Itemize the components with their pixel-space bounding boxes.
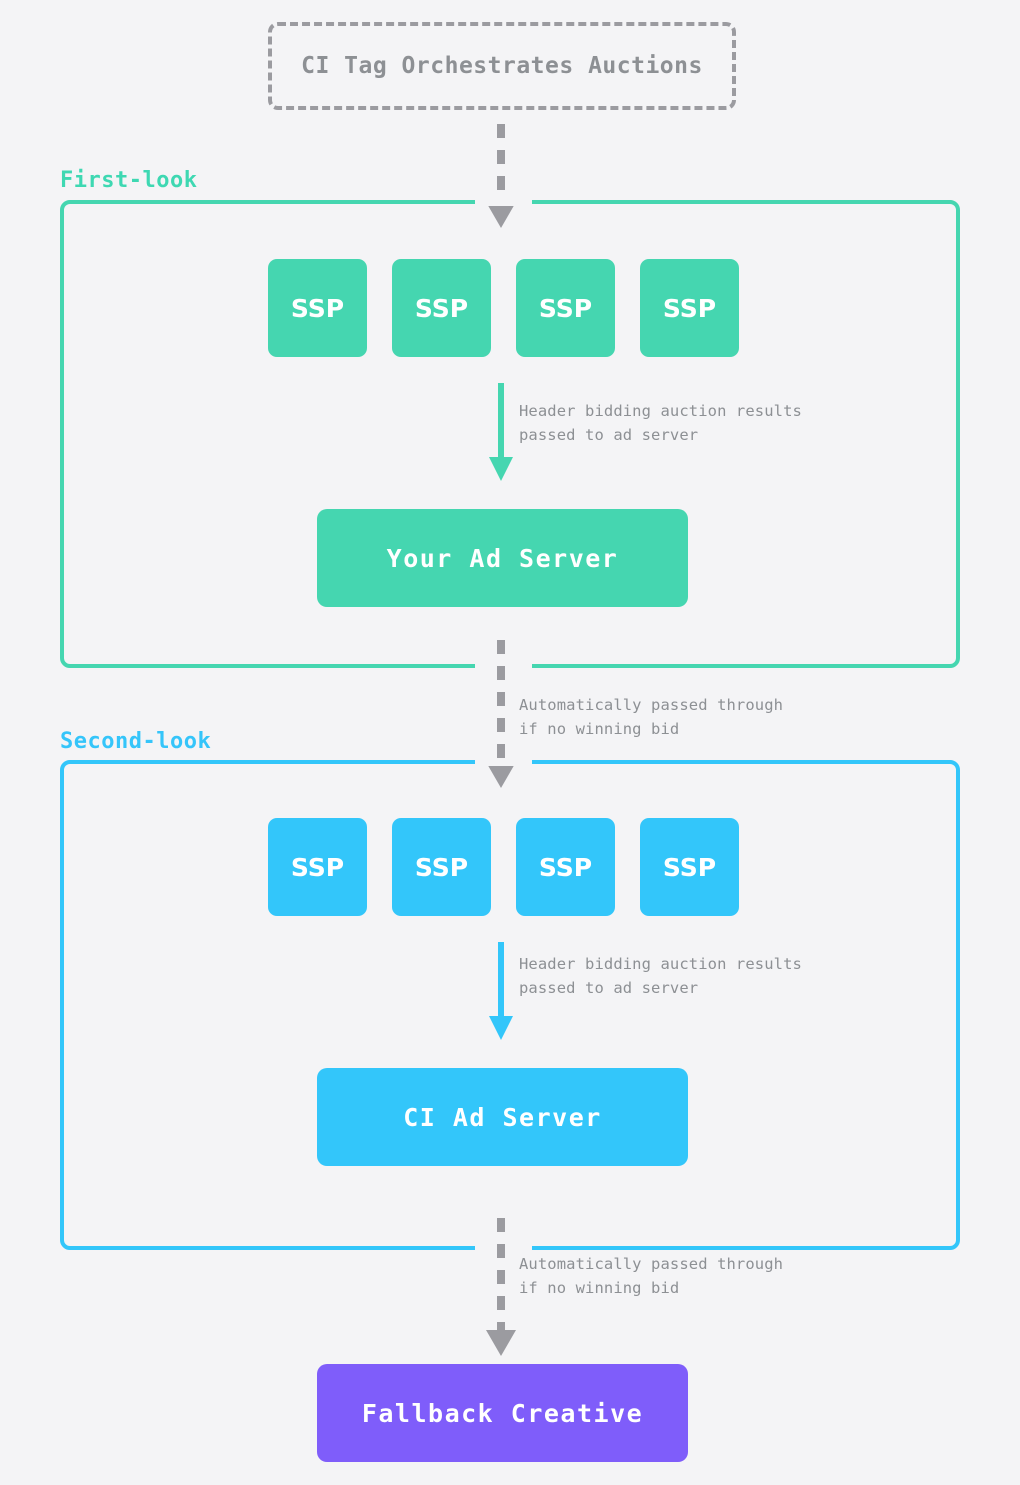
ci-tag-header-label: CI Tag Orchestrates Auctions [301, 53, 703, 79]
ssp-row-second-look: SSP SSP SSP SSP [268, 818, 740, 916]
ssp-box[interactable]: SSP [268, 259, 367, 357]
node-ci-ad-server[interactable]: CI Ad Server [317, 1068, 688, 1166]
arrowhead-icon [486, 202, 516, 228]
ci-tag-header-box: CI Tag Orchestrates Auctions [268, 22, 736, 110]
dashed-arrow-shaft [497, 1218, 505, 1330]
edge-label-line1: Automatically passed through [519, 1255, 784, 1273]
edge-label-line2: if no winning bid [519, 1279, 680, 1297]
edge-label-passthrough-first-to-second: Automatically passed through if no winni… [519, 693, 783, 741]
ssp-box[interactable]: SSP [516, 259, 615, 357]
group-title-first-look: First-look [60, 168, 198, 193]
dashed-arrow-first-to-second [486, 640, 516, 788]
group-title-second-look: Second-look [60, 729, 212, 754]
edge-label-line1: Automatically passed through [519, 696, 784, 714]
ssp-box[interactable]: SSP [268, 818, 367, 916]
dashed-arrow-header-to-first-look [486, 124, 516, 228]
dashed-arrow-second-to-fallback [486, 1218, 516, 1356]
ssp-box[interactable]: SSP [392, 818, 491, 916]
edge-label-second-look-auction: Header bidding auction results passed to… [519, 952, 802, 1000]
dashed-arrow-shaft [497, 640, 505, 762]
edge-label-line1: Header bidding auction results [519, 402, 802, 420]
arrowhead-icon [489, 1016, 513, 1040]
arrow-shaft [498, 942, 504, 1018]
node-fallback-creative[interactable]: Fallback Creative [317, 1364, 688, 1462]
edge-label-line2: passed to ad server [519, 426, 699, 444]
arrowhead-icon [489, 457, 513, 481]
edge-label-line1: Header bidding auction results [519, 955, 802, 973]
edge-label-passthrough-second-to-fallback: Automatically passed through if no winni… [519, 1252, 783, 1300]
arrow-ssp-to-ci-ad-server [489, 942, 513, 1040]
arrow-ssp-to-your-ad-server [489, 383, 513, 481]
edge-label-line2: passed to ad server [519, 979, 699, 997]
border-gap-second-look-top [475, 758, 532, 766]
arrowhead-icon [486, 1330, 516, 1356]
arrowhead-icon [486, 762, 516, 788]
edge-label-line2: if no winning bid [519, 720, 680, 738]
arrow-shaft [498, 383, 504, 459]
ssp-box[interactable]: SSP [640, 259, 739, 357]
edge-label-first-look-auction: Header bidding auction results passed to… [519, 399, 802, 447]
ssp-box[interactable]: SSP [640, 818, 739, 916]
border-gap-first-look-top [475, 198, 532, 206]
node-your-ad-server[interactable]: Your Ad Server [317, 509, 688, 607]
ssp-row-first-look: SSP SSP SSP SSP [268, 259, 740, 357]
ssp-box[interactable]: SSP [516, 818, 615, 916]
ssp-box[interactable]: SSP [392, 259, 491, 357]
dashed-arrow-shaft [497, 124, 505, 202]
